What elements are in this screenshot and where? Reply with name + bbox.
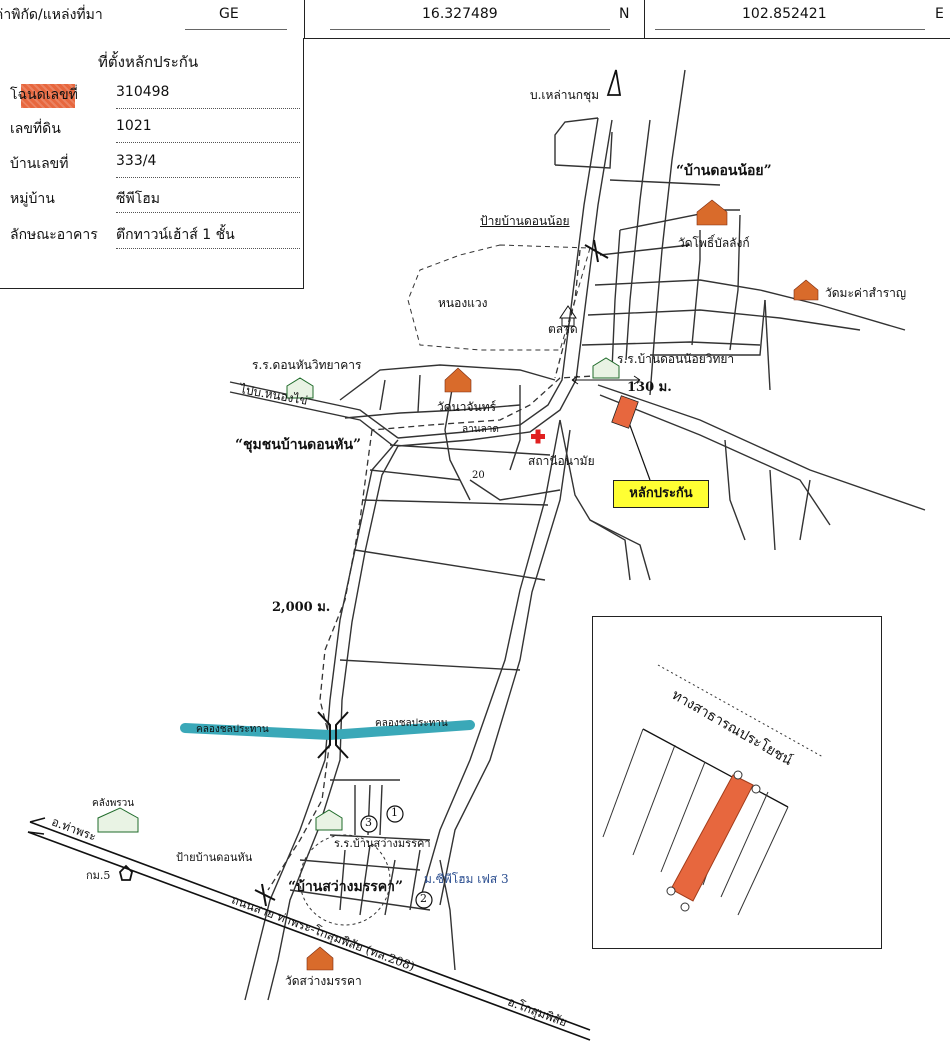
inset-collateral-plot bbox=[670, 774, 754, 902]
collateral-callout: หลักประกัน bbox=[613, 480, 709, 508]
coordinate-bar: ค่าพิกัด/แหล่งที่มา GE 16.327489 N 102.8… bbox=[0, 0, 950, 39]
label-to-tha-phra: อ.ท่าพระ bbox=[49, 814, 99, 844]
info-row-title-deed: โฉนดเลขที่ 310498 bbox=[10, 84, 300, 110]
info-value: ตึกทาวน์เฮ้าส์ 1 ชั้น bbox=[116, 227, 235, 243]
longitude-value: 102.852421 bbox=[742, 6, 827, 22]
town-grid-don-noi bbox=[581, 69, 906, 396]
divider bbox=[304, 0, 305, 38]
info-label: หมู่บ้าน bbox=[10, 191, 55, 207]
divider bbox=[644, 0, 645, 38]
collateral-legend-swatch bbox=[21, 84, 75, 108]
school-icon bbox=[97, 357, 620, 833]
label-wat-na-chan: วัดนาจันทร์ bbox=[437, 400, 497, 414]
info-value: 1021 bbox=[116, 118, 152, 134]
info-value: 310498 bbox=[116, 84, 170, 100]
info-value: 333/4 bbox=[116, 153, 157, 169]
label-village-north: บ.เหล่านกชุม bbox=[530, 88, 600, 102]
health-cross-icon bbox=[531, 429, 545, 444]
label-canal-left: คลองชลประทาน bbox=[196, 724, 269, 735]
circle-number: 1 bbox=[391, 806, 398, 819]
property-info-panel: ที่ตั้งหลักประกัน โฉนดเลขที่ 310498 เลขท… bbox=[0, 38, 304, 289]
label-distance-130: 130 ม. bbox=[627, 380, 672, 395]
label-ban-don-noi: “บ้านดอนน้อย” bbox=[676, 163, 772, 179]
label-highway-208: ถนนสาย ท่าพระ-โกสุมพิสัย (ทล.208) bbox=[229, 892, 417, 974]
info-row-building-type: ลักษณะอาคาร ตึกทาวน์เฮ้าส์ 1 ชั้น bbox=[10, 224, 300, 250]
info-label: ลักษณะอาคาร bbox=[10, 227, 98, 243]
label-community-don-han: “ชุมชนบ้านดอนหัน” bbox=[235, 437, 362, 453]
main-road-north bbox=[397, 117, 613, 447]
label-lan-lak: ลานลาด bbox=[462, 424, 499, 435]
inset-plot-map: ทางสาธารณประโยชน์ bbox=[592, 616, 882, 949]
label-number-20: 20 bbox=[472, 470, 485, 481]
label-school-don-han: ร.ร.ดอนหันวิทยาคาร bbox=[252, 358, 362, 372]
label-market: ตลาด bbox=[548, 322, 578, 336]
label-school-don-noi: ร.ร.บ้านดอนน้อยวิทยา bbox=[617, 352, 735, 366]
info-row-village: หมู่บ้าน ซีพีโฮม bbox=[10, 188, 300, 214]
longitude-direction: E bbox=[935, 6, 944, 22]
underline bbox=[185, 29, 287, 30]
info-label: เลขที่ดิน bbox=[10, 121, 61, 137]
info-label: บ้านเลขที่ bbox=[10, 156, 69, 172]
latitude-direction: N bbox=[619, 6, 630, 22]
label-nong-waeng: หนองแวง bbox=[438, 296, 488, 310]
label-sign-don-noi: ป้ายบ้านดอนน้อย bbox=[480, 214, 570, 228]
label-health-station: สถานีอนามัย bbox=[528, 454, 595, 468]
circle-number: 2 bbox=[420, 892, 427, 905]
label-distance-2000: 2,000 ม. bbox=[272, 600, 331, 615]
coordinate-source: GE bbox=[219, 6, 239, 22]
underline bbox=[655, 29, 925, 30]
label-warehouse: คลังพรวน bbox=[92, 798, 135, 809]
label-wat-pho-ban-lang: วัดโพธิ์บัลลังก์ bbox=[678, 236, 750, 250]
don-han-roads bbox=[339, 364, 561, 501]
circle-number: 3 bbox=[365, 816, 372, 829]
coordinate-label: ค่าพิกัด/แหล่งที่มา bbox=[0, 7, 103, 23]
dashed-route bbox=[267, 249, 611, 891]
north-arrow-icon bbox=[606, 69, 622, 96]
info-label: โฉนดเลขที่ bbox=[10, 87, 78, 103]
label-wat-sawang: วัดสว่างมรรคา bbox=[285, 974, 362, 988]
info-value: ซีพีโฮม bbox=[116, 191, 161, 207]
label-school-sawang: ร.ร.บ้านสว่างมรรคา bbox=[334, 837, 431, 850]
label-to-nong-khai: ไปบ.หนองไข่ bbox=[238, 382, 309, 408]
label-km5: กม.5 bbox=[86, 869, 111, 882]
label-canal-right: คลองชลประทาน bbox=[375, 718, 448, 729]
legend-label: ที่ตั้งหลักประกัน bbox=[98, 53, 199, 71]
km-marker-icon bbox=[119, 864, 133, 881]
underline bbox=[330, 29, 610, 30]
label-sign-don-han: ป้ายบ้านดอนหัน bbox=[176, 851, 253, 864]
collateral-marker bbox=[611, 395, 639, 429]
label-cp-home: ม.ซีพีโฮม เฟส 3 bbox=[424, 872, 509, 886]
label-ban-sawang: “บ้านสว่างมรรคา” bbox=[288, 879, 404, 895]
info-row-house-number: บ้านเลขที่ 333/4 bbox=[10, 153, 300, 179]
label-to-kosum-phisai: อ.โกสุมพิสัย bbox=[505, 994, 569, 1030]
inset-plot-drawing bbox=[602, 664, 824, 916]
latitude-value: 16.327489 bbox=[422, 6, 498, 22]
info-row-land-number: เลขที่ดิน 1021 bbox=[10, 118, 300, 144]
label-wat-maha-saran: วัดมะค่าสำราญ bbox=[825, 286, 907, 300]
